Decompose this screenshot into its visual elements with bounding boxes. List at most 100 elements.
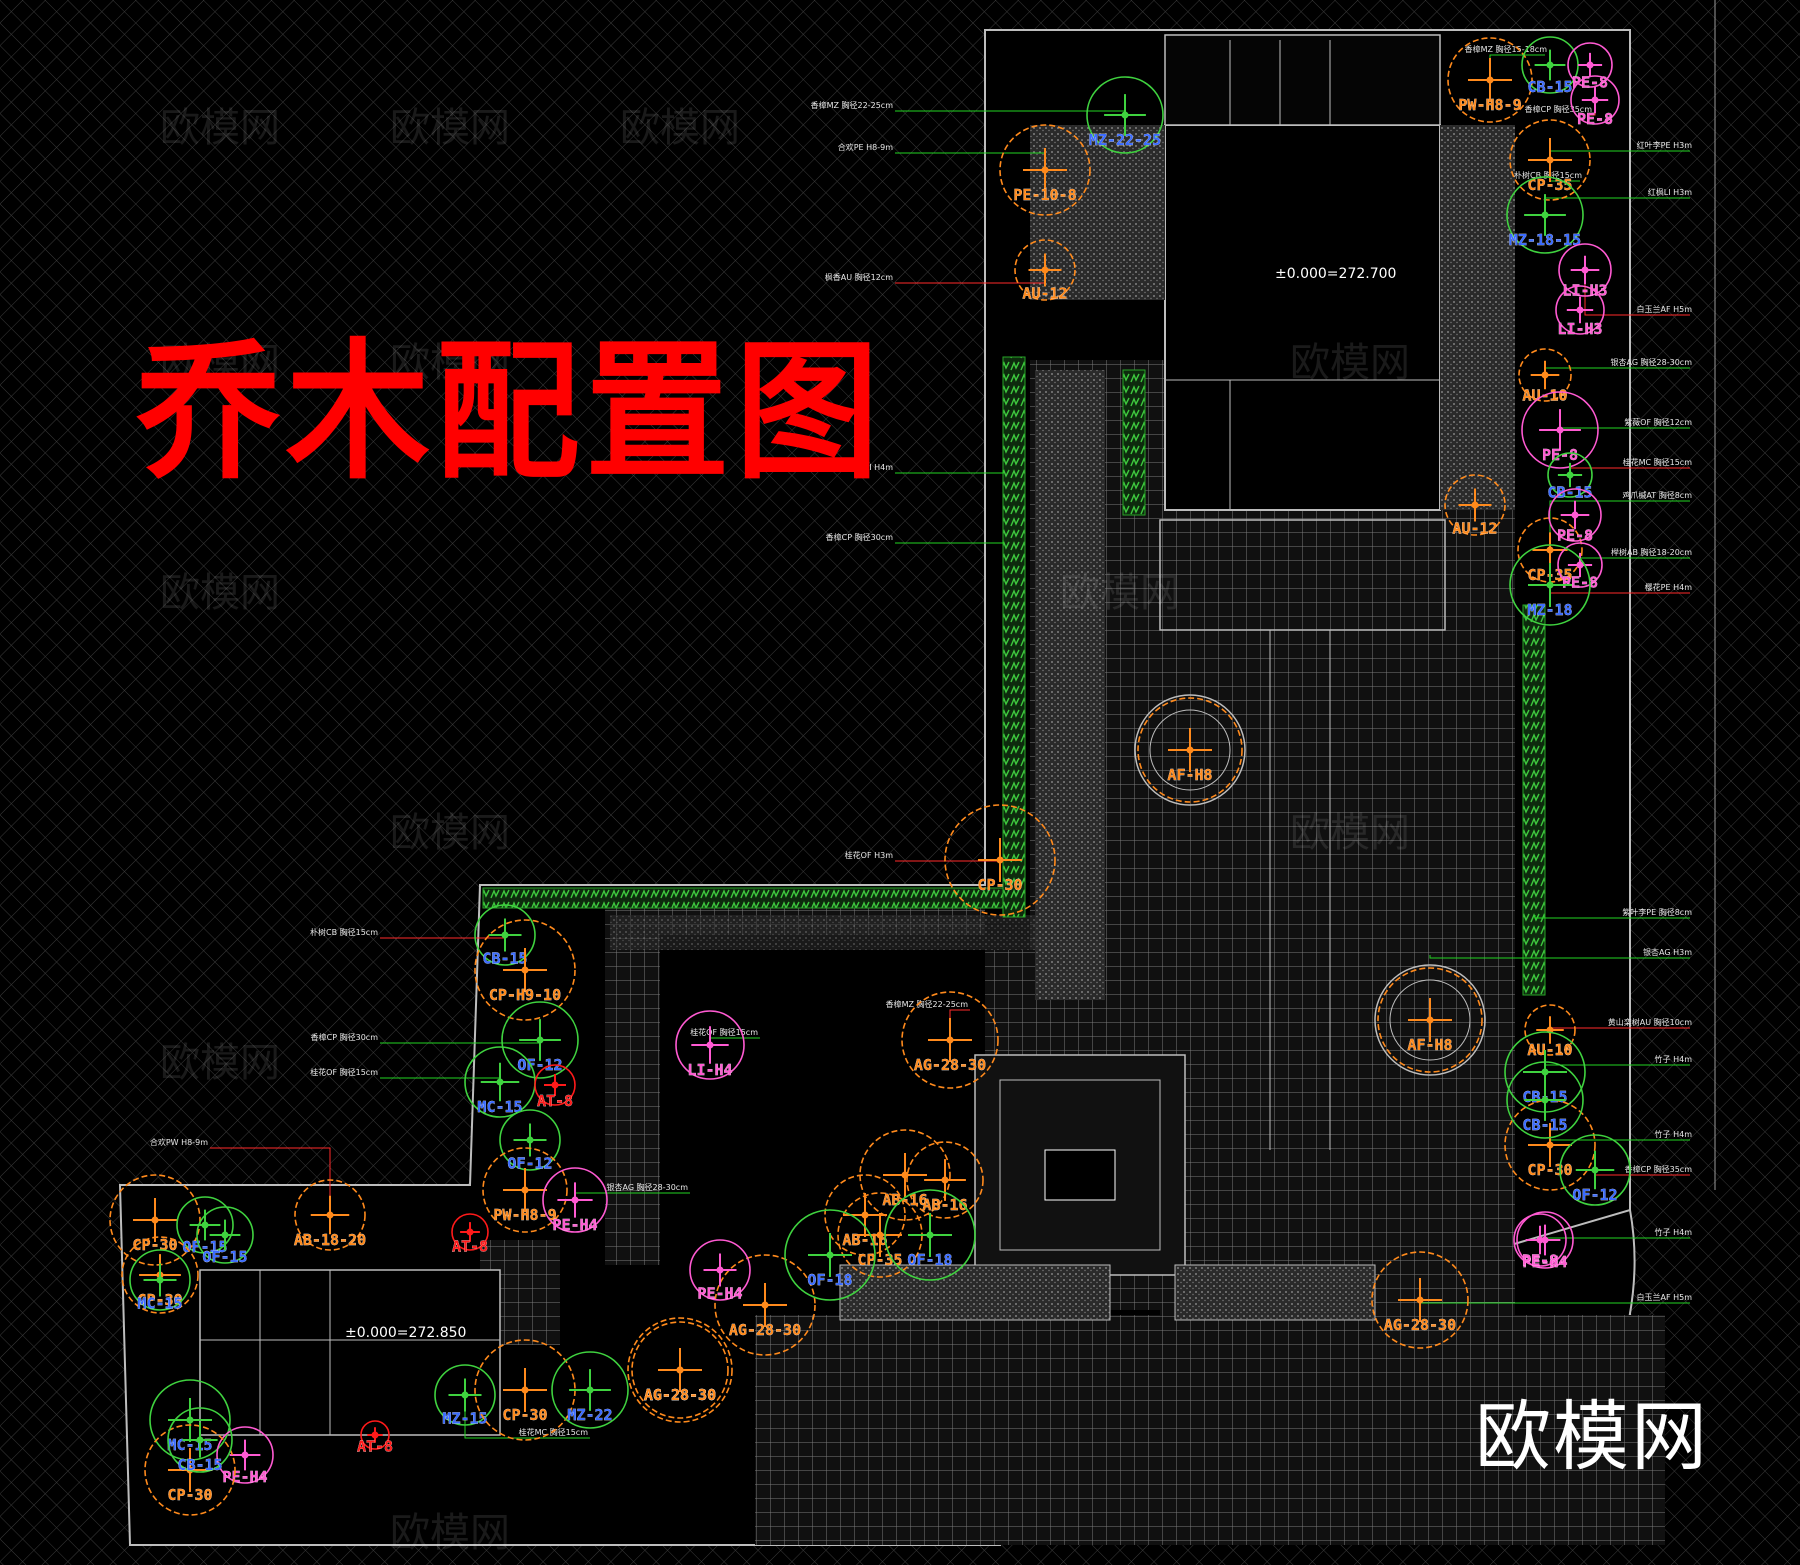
tree-label: MC-15: [477, 1098, 522, 1116]
tree-label: PE-H4: [697, 1285, 742, 1303]
tree-center: [1586, 61, 1594, 69]
tree-center: [326, 1211, 334, 1219]
tree-center: [1541, 1068, 1549, 1076]
tree-center: [676, 1366, 684, 1374]
tree-symbol: MC-15: [149, 1379, 231, 1461]
tree-center: [1546, 546, 1554, 554]
tree-canopy: [689, 1239, 751, 1301]
tree-label: OF-15: [182, 1238, 227, 1256]
main-building: [1164, 124, 1441, 511]
tree-label: PE-H4: [552, 1216, 597, 1234]
hedge-inner: [1122, 369, 1146, 516]
tree-center: [996, 856, 1004, 864]
tree-center: [1426, 1016, 1434, 1024]
tree-canopy: [1518, 348, 1572, 402]
tree-symbol: CB-15: [1506, 1061, 1584, 1139]
tree-center: [706, 1041, 714, 1049]
tree-canopy: [121, 1236, 199, 1314]
tree-canopy: [1558, 243, 1612, 297]
watermark-text: 欧模网: [160, 340, 280, 386]
tree-canopy: [1506, 176, 1584, 254]
tree-label: MZ-22: [567, 1406, 612, 1424]
tree-symbol: PE-8: [1570, 75, 1620, 128]
tree-canopy: [542, 1167, 608, 1233]
tree-label: CP-30: [1527, 1161, 1572, 1179]
tree-center: [521, 1186, 529, 1194]
tree-canopy: [451, 1213, 489, 1251]
tree-label: PE-8: [1562, 574, 1598, 592]
tree-label: AF-H8: [1407, 1036, 1452, 1054]
tree-label: OF-18: [807, 1271, 852, 1289]
leader-line: [895, 470, 1004, 474]
tree-canopy: [1516, 1211, 1574, 1269]
tree-symbol: AG-28-30: [1371, 1251, 1469, 1349]
tree-center: [1576, 306, 1584, 314]
tree-center: [221, 1231, 229, 1239]
tree-symbol: AB-16: [906, 1141, 984, 1219]
tree-label: AB-18-20: [294, 1231, 366, 1249]
tree-label: CB-15: [482, 950, 527, 968]
tree-symbol: AG-28-30: [631, 1321, 729, 1419]
tree-center: [761, 1301, 769, 1309]
tree-symbol: MZ-22: [551, 1351, 629, 1429]
tree-symbol: LI-H4: [675, 1010, 745, 1080]
tree-canopy: [1086, 76, 1164, 154]
lower-building: [199, 1269, 501, 1436]
tree-symbol: MZ-15: [434, 1364, 496, 1428]
leader-note: 榉树AB 胸径18-20cm: [1611, 547, 1692, 557]
tree-center: [501, 931, 509, 939]
tree-label: CB-15: [177, 1456, 222, 1474]
leader-note: 枫香AU 胸径12cm: [825, 272, 893, 282]
tree-symbol: MZ-18: [1509, 544, 1591, 626]
tree-label: LI-H3: [1562, 282, 1607, 300]
leader-note: 香樟CP 胸径30cm: [826, 532, 894, 542]
tree-symbol: OF-18: [784, 1209, 876, 1301]
water-feature-west: [839, 1264, 1111, 1321]
leader-note: 黄山栾树AU 胸径10cm: [1608, 1017, 1692, 1027]
leader-note: 竹子 H4m: [1655, 1129, 1693, 1139]
tree-canopy: [474, 919, 576, 1021]
tree-center: [1591, 1166, 1599, 1174]
tree-label: OF-12: [507, 1155, 552, 1173]
tree-label: AU-12: [1452, 520, 1497, 538]
tree-canopy: [1524, 1004, 1576, 1056]
tree-symbol: AF-H8: [1137, 697, 1243, 803]
tree-canopy: [216, 1426, 274, 1484]
tree-label: CB-15: [1522, 1116, 1567, 1134]
tree-canopy: [784, 1209, 876, 1301]
tree-label: CP-30: [502, 1406, 547, 1424]
hedge-west: [1002, 356, 1026, 918]
elevation-lower: ±0.000=272.850: [345, 1325, 466, 1341]
leader-note: 竹子 H4m: [1655, 1227, 1693, 1237]
tree-canopy: [434, 1364, 496, 1426]
tree-center: [1486, 76, 1494, 84]
paved-south-plaza: [755, 1315, 1665, 1545]
tree-center: [946, 1036, 954, 1044]
tree-canopy: [999, 124, 1091, 216]
tree-label: PE-8: [1522, 1252, 1558, 1270]
tree-center: [1571, 511, 1579, 519]
leader-note: 香樟MZ 胸径22-25cm: [886, 999, 969, 1009]
watermark-text: 欧模网: [160, 1040, 280, 1086]
tree-label: PE-8: [1557, 527, 1593, 545]
leader-note: 朴树CB 胸径15cm: [1514, 170, 1582, 180]
tree-center: [571, 1196, 579, 1204]
tree-center: [526, 1136, 534, 1144]
tree-center: [156, 1276, 164, 1284]
tree-symbol: OF-18: [884, 1189, 976, 1281]
leader-note: 乐昌含笑LI H4m: [833, 462, 893, 472]
tree-canopy: [534, 1064, 576, 1106]
leader-line: [210, 1147, 331, 1215]
tree-label: AB-16: [922, 1196, 967, 1214]
leader-note: 银杏AG 胸径28-30cm: [606, 1182, 688, 1192]
tree-label: AG-28-30: [644, 1386, 716, 1404]
tree-label: PW-H8-9: [493, 1206, 556, 1224]
tree-symbol: AT-8: [451, 1213, 489, 1256]
tree-symbol: LI-H3: [1555, 285, 1605, 338]
tree-symbol: MZ-22-25: [1086, 76, 1164, 154]
tree-label: PE-8: [1572, 74, 1608, 92]
tree-label: OF-12: [1572, 1186, 1617, 1204]
leader-line: [1534, 915, 1690, 919]
